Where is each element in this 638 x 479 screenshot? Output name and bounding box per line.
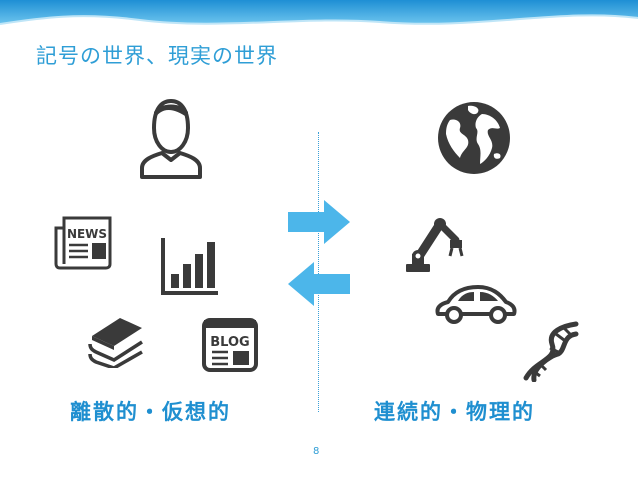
car-icon: [435, 285, 517, 324]
news-icon-text: NEWS: [67, 227, 107, 241]
books-icon: [88, 318, 143, 368]
page-number: 8: [313, 446, 320, 457]
person-icon: [140, 98, 202, 179]
left-label: 離散的・仮想的: [70, 400, 231, 424]
blog-icon: BLOG: [202, 318, 258, 372]
bar-chart-icon: [161, 238, 218, 295]
slide-title: 記号の世界、現実の世界: [36, 44, 278, 68]
arrow-left-icon: [288, 262, 350, 306]
arrow-right-icon: [288, 200, 350, 244]
blog-icon-text: BLOG: [210, 335, 249, 350]
header-wave-banner: [0, 0, 638, 25]
right-label: 連続的・物理的: [374, 400, 535, 424]
robot-arm-icon: [406, 218, 464, 272]
newspaper-icon: NEWS: [54, 216, 112, 270]
globe-icon: [438, 102, 510, 174]
center-divider: [318, 132, 319, 412]
dna-icon: [523, 321, 579, 382]
